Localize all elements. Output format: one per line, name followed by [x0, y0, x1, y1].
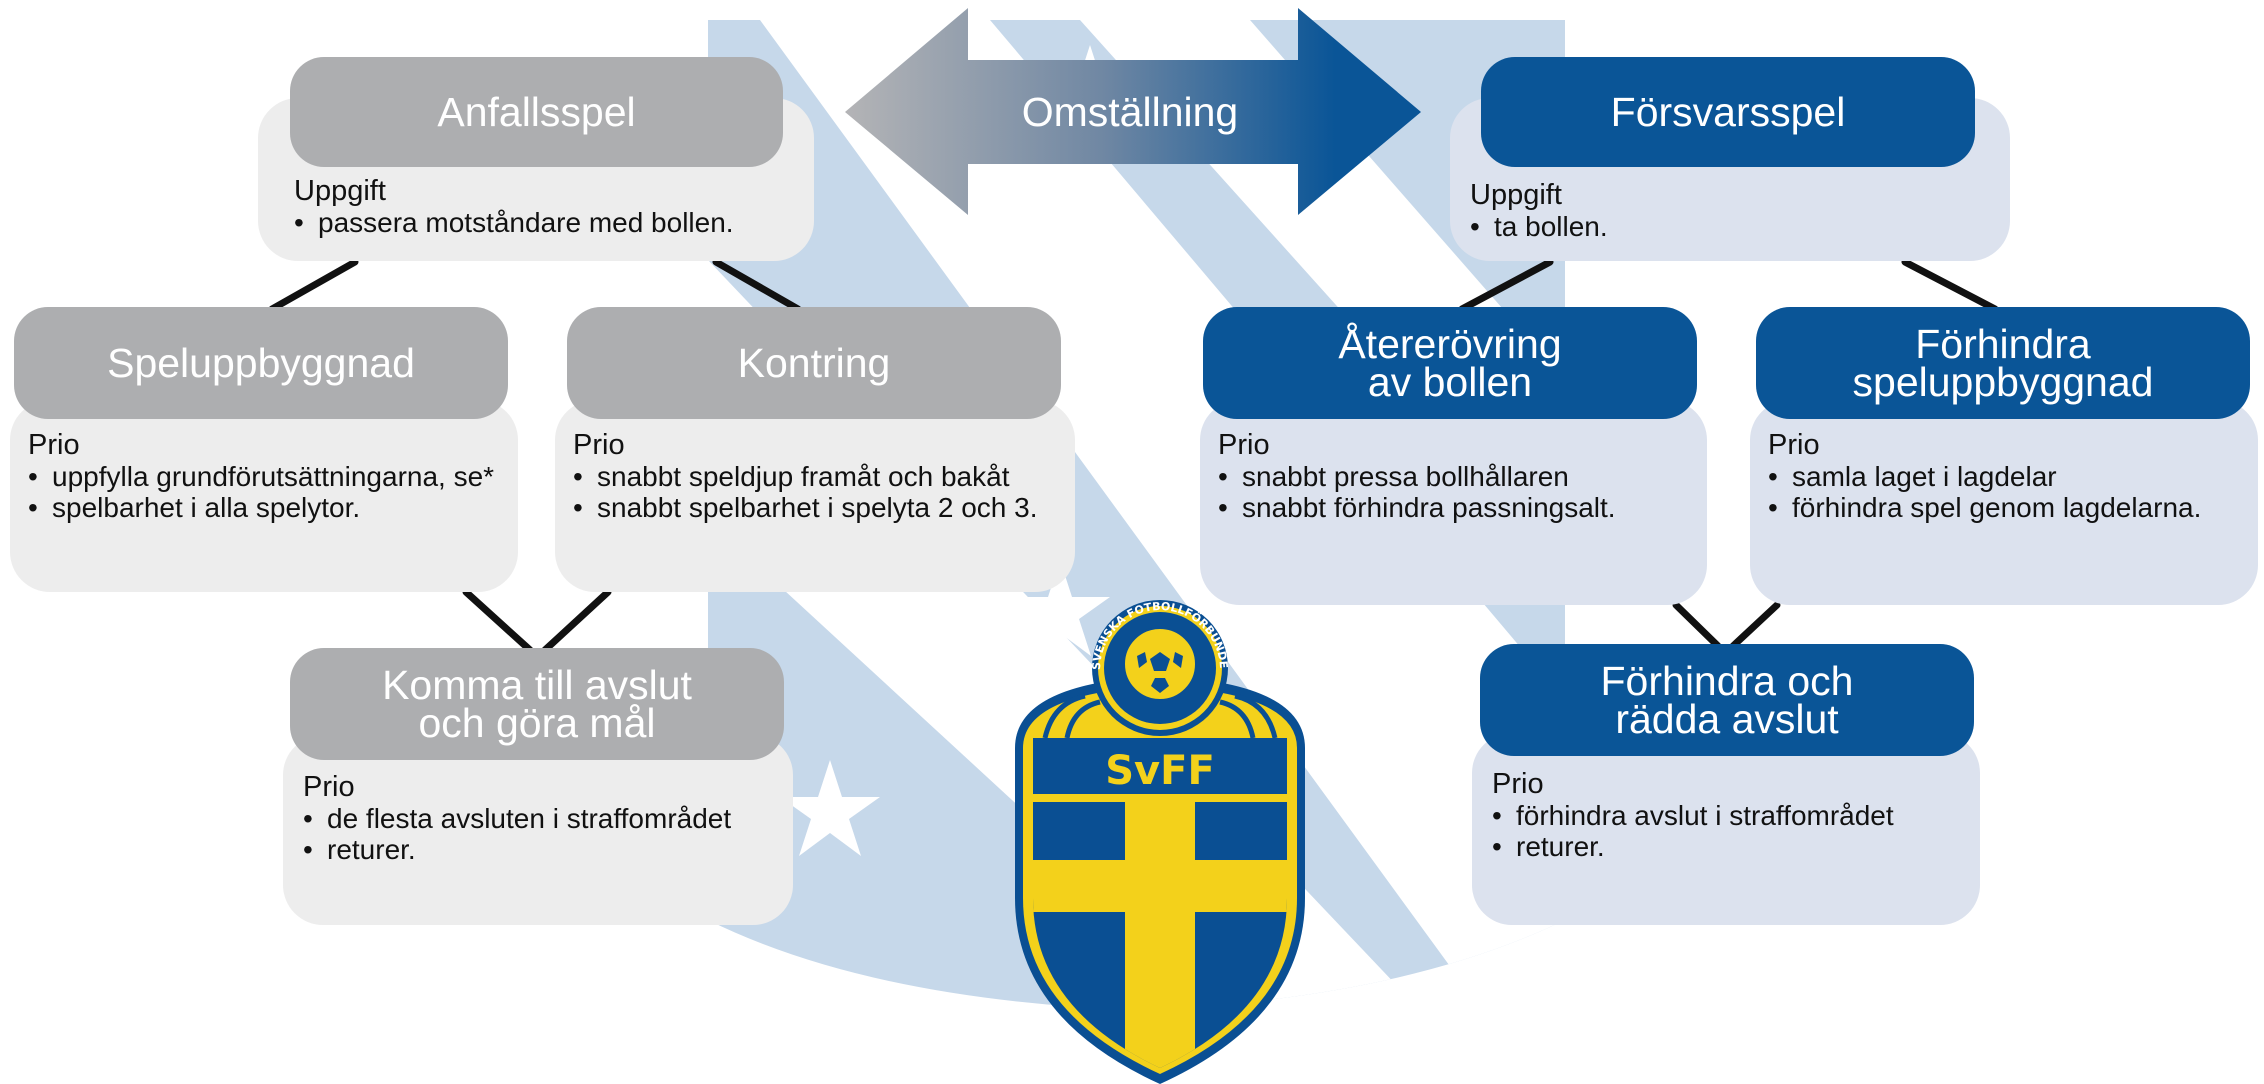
counter-priority-label: Prio [573, 429, 625, 461]
prevent-buildup-priority-list: samla laget i lagdelar förhindra spel ge… [1768, 461, 2250, 523]
list-item: snabbt pressa bollhållaren [1218, 461, 1697, 492]
counter-priority-card: Prio snabbt speldjup framåt och bakåt sn… [555, 400, 1075, 592]
finish-priority-label: Prio [303, 771, 355, 803]
prevent-shots-priority-label: Prio [1492, 768, 1544, 800]
prevent-buildup-title-line-1: Förhindra [1915, 321, 2091, 367]
regain-priority-list: snabbt pressa bollhållaren snabbt förhin… [1218, 461, 1697, 523]
defense-title: Försvarsspel [1610, 89, 1846, 135]
defense-task-list: ta bollen. [1470, 211, 2010, 242]
list-item: spelbarhet i alla spelytor. [28, 492, 502, 523]
buildup-title: Speluppbyggnad [107, 340, 415, 386]
buildup-header: Speluppbyggnad [14, 307, 508, 419]
buildup-priority-list: uppfylla grundförutsättningarna, se* spe… [28, 461, 502, 523]
list-item: snabbt förhindra passningsalt. [1218, 492, 1697, 523]
connector-counter-finish [541, 588, 612, 654]
list-item: returer. [1492, 831, 1970, 862]
prevent-buildup-header: Förhindra speluppbyggnad [1756, 307, 2250, 419]
regain-priority-card: Prio snabbt pressa bollhållaren snabbt f… [1200, 400, 1707, 605]
transition-label: Omställning [1021, 89, 1239, 135]
list-item: uppfylla grundförutsättningarna, se* [28, 461, 502, 492]
attack-task-label: Uppgift [294, 175, 386, 207]
defense-header: Försvarsspel [1481, 57, 1975, 167]
defense-task-label: Uppgift [1470, 179, 1562, 211]
prevent-shots-priority-card: Prio förhindra avslut i straffområdet re… [1472, 733, 1980, 925]
regain-title-line-1: Återerövring [1338, 321, 1562, 367]
counter-header: Kontring [567, 307, 1061, 419]
regain-priority-label: Prio [1218, 429, 1270, 461]
prevent-buildup-priority-card: Prio samla laget i lagdelar förhindra sp… [1750, 400, 2258, 605]
connector-attack-counter [712, 258, 802, 313]
counter-priority-list: snabbt speldjup framåt och bakåt snabbt … [573, 461, 1065, 523]
connector-defense-regain [1458, 258, 1554, 313]
prevent-shots-header: Förhindra och rädda avslut [1480, 644, 1974, 756]
finish-title-line-2: och göra mål [418, 700, 656, 746]
buildup-priority-label: Prio [28, 429, 80, 461]
list-item: förhindra avslut i straffområdet [1492, 800, 1970, 831]
finish-priority-card: Prio de flesta avsluten i straffområdet … [283, 735, 793, 925]
svff-logo: SvFF SVENSKA FOTBOLLFÖRBUNDET • 1904 [1005, 598, 1305, 1084]
prevent-shots-title-line-1: Förhindra och [1600, 658, 1854, 704]
attack-title: Anfallsspel [437, 89, 636, 135]
finish-header: Komma till avslut och göra mål [290, 648, 784, 760]
list-item: snabbt spelbarhet i spelyta 2 och 3. [573, 492, 1065, 523]
list-item: de flesta avsluten i straffområdet [303, 803, 783, 834]
counter-title: Kontring [737, 340, 891, 386]
list-item: samla laget i lagdelar [1768, 461, 2250, 492]
buildup-priority-card: Prio uppfylla grundförutsättningarna, se… [10, 400, 518, 592]
attack-header: Anfallsspel [290, 57, 783, 167]
connector-prevent-shots [1729, 601, 1781, 650]
list-item: passera motståndare med bollen. [294, 207, 814, 238]
prevent-buildup-priority-label: Prio [1768, 429, 1820, 461]
list-item: returer. [303, 834, 783, 865]
connector-attack-buildup [268, 258, 359, 313]
connector-buildup-finish [462, 588, 534, 654]
attack-task-list: passera motståndare med bollen. [294, 207, 814, 238]
list-item: ta bollen. [1470, 211, 2010, 242]
list-item: snabbt speldjup framåt och bakåt [573, 461, 1065, 492]
connector-defense-prevent [1901, 258, 1999, 313]
connector-regain-shots [1672, 601, 1722, 650]
prevent-shots-priority-list: förhindra avslut i straffområdet returer… [1492, 800, 1970, 862]
prevent-shots-title-line-2: rädda avslut [1615, 696, 1839, 742]
prevent-buildup-title-line-2: speluppbyggnad [1852, 359, 2154, 405]
regain-title-line-2: av bollen [1367, 359, 1533, 405]
finish-title-line-1: Komma till avslut [382, 662, 692, 708]
finish-priority-list: de flesta avsluten i straffområdet retur… [303, 803, 783, 865]
regain-header: Återerövring av bollen [1203, 307, 1697, 419]
logo-text: SvFF [1105, 748, 1215, 794]
list-item: förhindra spel genom lagdelarna. [1768, 492, 2250, 523]
